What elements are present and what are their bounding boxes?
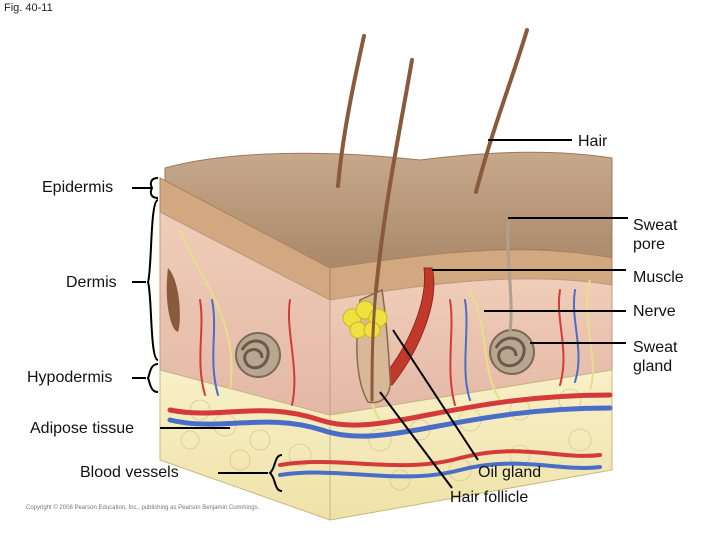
label-sweat-pore-line2: pore bbox=[633, 235, 665, 254]
label-muscle: Muscle bbox=[633, 268, 684, 287]
label-hair: Hair bbox=[578, 132, 607, 151]
label-sweat-gland-line2: gland bbox=[633, 357, 672, 376]
dermis-bracket bbox=[148, 200, 158, 360]
figure-number: Fig. 40-11 bbox=[4, 2, 53, 14]
label-epidermis: Epidermis bbox=[42, 178, 113, 197]
label-blood-vessels: Blood vessels bbox=[80, 463, 179, 482]
label-adipose-tissue: Adipose tissue bbox=[30, 419, 134, 438]
label-hypodermis: Hypodermis bbox=[27, 368, 112, 387]
label-hair-follicle: Hair follicle bbox=[450, 488, 528, 507]
label-dermis: Dermis bbox=[66, 273, 117, 292]
epidermis-bracket bbox=[151, 178, 158, 198]
label-sweat-pore-line1: Sweat bbox=[633, 216, 677, 235]
copyright-notice: Copyright © 2008 Pearson Education, Inc.… bbox=[26, 505, 259, 511]
hypodermis-bracket bbox=[148, 364, 158, 392]
sweat-gland-right bbox=[490, 330, 534, 374]
label-nerve: Nerve bbox=[633, 302, 676, 321]
label-sweat-gland-line1: Sweat bbox=[633, 338, 677, 357]
sweat-gland-left bbox=[236, 333, 280, 377]
label-oil-gland: Oil gland bbox=[478, 463, 541, 482]
